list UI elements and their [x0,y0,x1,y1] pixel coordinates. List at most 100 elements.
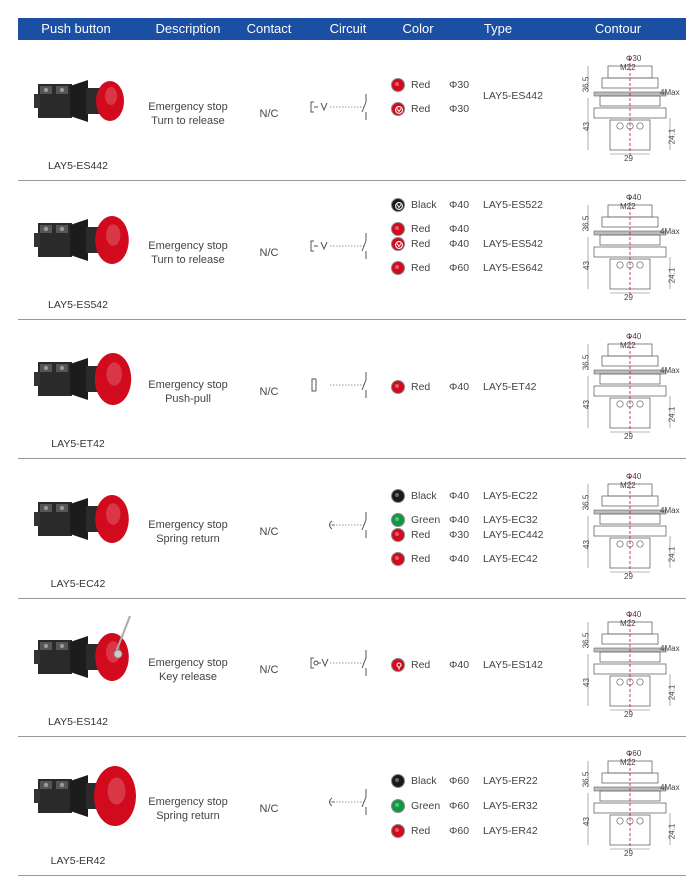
description: Emergency stop Spring return [138,518,238,546]
color-type: LAY5-ES142 [483,659,543,671]
contour-thread: M22 [620,758,636,767]
color-type: LAY5-ES522 [483,199,543,211]
col-circuit: Circuit [329,21,367,36]
color-type: LAY5-ER22 [483,775,538,787]
contour-max: 4Max [660,88,680,97]
col-color: Color [402,21,434,36]
contour-h2: 43 [581,678,591,687]
color-size: Φ30 [449,103,470,115]
description-line-1: Emergency stop [148,240,228,252]
contour-top-dim: Φ60 [626,749,642,758]
contour-top-dim: Φ40 [626,193,642,202]
color-option: Red Φ30 [391,102,581,116]
description-line-1: Emergency stop [148,796,228,808]
contact-type: N/C [259,664,279,676]
color-option: Red Φ30 LAY5-EC442 [391,528,581,542]
color-name: Red [411,79,431,91]
color-size: Φ40 [449,238,470,250]
red-dot-icon [391,78,405,92]
description-line-1: Emergency stop [148,519,228,531]
color-option: Red Φ30 [391,78,581,92]
description: Emergency stop Turn to release [138,239,238,267]
color-name: Red [411,553,431,565]
contour-h2: 43 [581,400,591,409]
contour-max: 4Max [660,644,680,653]
contact-type: N/C [259,386,279,398]
black-dot-icon [391,774,405,788]
color-option: Red Φ40 [391,222,581,236]
product-model: LAY5-EC42 [50,578,106,590]
color-type: LAY5-ER42 [483,825,538,837]
contour-drawing: Φ30 M22 36.5 43 24.1 4Max 29 [580,54,680,166]
description: Emergency stop Turn to release [138,100,238,128]
color-option: Red Φ60 LAY5-ER42 [391,824,581,838]
red-dot-icon [391,824,405,838]
color-size: Φ60 [449,775,470,787]
description-line-1: Emergency stop [148,101,228,113]
product-model: LAY5-ES442 [48,160,108,172]
contour-thread: M22 [620,481,636,490]
color-name: Red [411,659,431,671]
contour-width: 29 [624,710,633,719]
contact-type: N/C [259,247,279,259]
product-photo [26,56,146,146]
product-photo [26,612,146,702]
red-arrow-dot-icon [391,102,405,116]
description-line-2: Turn to release [151,254,225,266]
color-type: LAY5-ES642 [483,262,543,274]
contour-max: 4Max [660,366,680,375]
color-option: Black Φ40 LAY5-EC22 [391,489,581,503]
red-dot-icon [391,261,405,275]
circuit-diagram [308,506,372,546]
color-name: Green [411,514,441,526]
description: Emergency stop Spring return [138,795,238,823]
black-dot-icon [391,489,405,503]
contour-top-dim: Φ40 [626,332,642,341]
contour-top-dim: Φ40 [626,610,642,619]
description-line-2: Spring return [156,533,220,545]
contour-h3: 24.1 [667,267,677,284]
red-dot-icon [391,528,405,542]
color-type: LAY5-ES542 [483,238,543,250]
contour-width: 29 [624,432,633,441]
color-type: LAY5-EC32 [483,514,538,526]
color-name: Red [411,529,431,541]
color-size: Φ30 [449,79,470,91]
contour-drawing: Φ40 M22 36.5 43 24.1 4Max 29 [580,472,680,584]
table-row: LAY5-ES542 Emergency stop Turn to releas… [18,181,686,320]
table-row: LAY5-ES142 Emergency stop Key release N/… [18,598,686,737]
contour-h2: 43 [581,817,591,826]
black-arrow-dot-icon [391,198,405,212]
red-dot-icon [391,380,405,394]
color-name: Red [411,238,431,250]
contour-width: 29 [624,154,633,163]
circuit-diagram [308,88,372,128]
color-option: Black Φ60 LAY5-ER22 [391,774,581,788]
contour-h3: 24.1 [667,546,677,563]
contour-top-dim: Φ40 [626,472,642,481]
green-dot-icon [391,799,405,813]
contour-drawing: Φ40 M22 36.5 43 24.1 4Max 29 [580,610,680,722]
contour-h2: 43 [581,122,591,131]
circuit-diagram [308,366,372,406]
color-type: LAY5-ER32 [483,800,538,812]
product-model: LAY5-ES142 [48,716,108,728]
contour-h3: 24.1 [667,406,677,423]
description-line-2: Turn to release [151,115,225,127]
table-row: LAY5-ES442 Emergency stop Turn to releas… [18,42,686,181]
contour-width: 29 [624,293,633,302]
color-option: Red Φ40 LAY5-ES142 [391,658,581,672]
table-row: LAY5-EC42 Emergency stop Spring return N… [18,460,686,599]
contour-h1: 36.5 [581,771,591,788]
contour-h3: 24.1 [667,823,677,840]
contour-thread: M22 [620,341,636,350]
description: Emergency stop Push-pull [138,378,238,406]
contour-h2: 43 [581,540,591,549]
red-arrow-dot-icon [391,237,405,251]
contour-h1: 36.5 [581,354,591,371]
contour-thread: M22 [620,619,636,628]
color-option: Red Φ60 LAY5-ES642 [391,261,581,275]
color-size: Φ60 [449,825,470,837]
color-size: Φ40 [449,223,470,235]
table-row: LAY5-ET42 Emergency stop Push-pull N/C R… [18,320,686,459]
